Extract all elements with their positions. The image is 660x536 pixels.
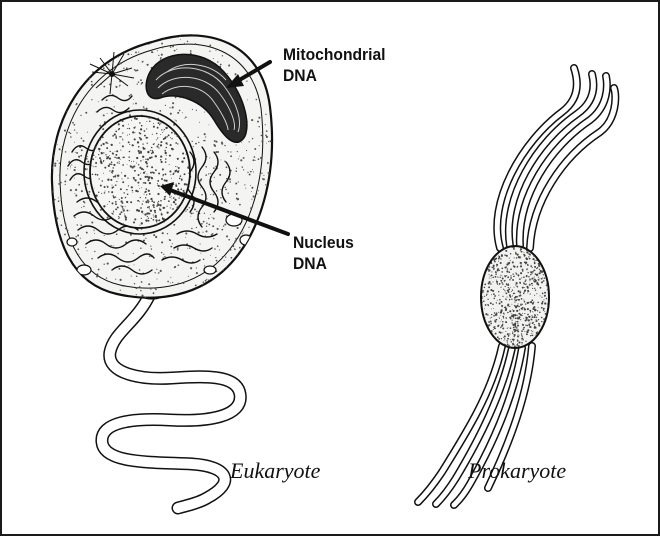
- nucleus: [84, 110, 196, 234]
- eukaryote-label: Eukaryote: [230, 458, 320, 484]
- nucleus-dna-label: Nucleus DNA: [293, 232, 354, 274]
- mitochondrial-dna-label: Mitochondrial DNA: [283, 44, 386, 86]
- eukaryote-cell: [47, 35, 277, 508]
- prokaryote-label: Prokaryote: [468, 458, 566, 484]
- prokaryote-cell: [418, 68, 615, 505]
